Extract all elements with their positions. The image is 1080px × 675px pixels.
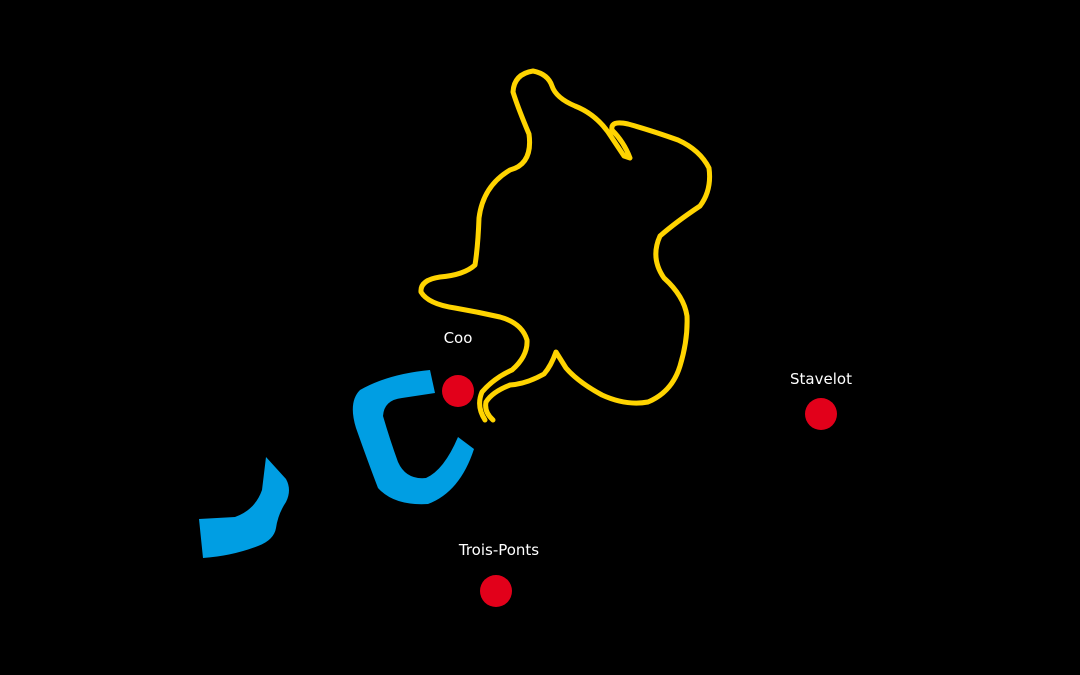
town-label-coo: Coo [443,329,473,347]
route-line [418,68,713,423]
lower-reservoir [199,457,289,558]
upper-reservoir [352,370,474,505]
town-marker-stavelot [805,398,837,430]
town-label-trois-ponts: Trois-Ponts [458,541,540,559]
town-label-stavelot: Stavelot [790,370,852,388]
town-marker-trois-ponts [480,575,512,607]
town-marker-coo [442,375,474,407]
